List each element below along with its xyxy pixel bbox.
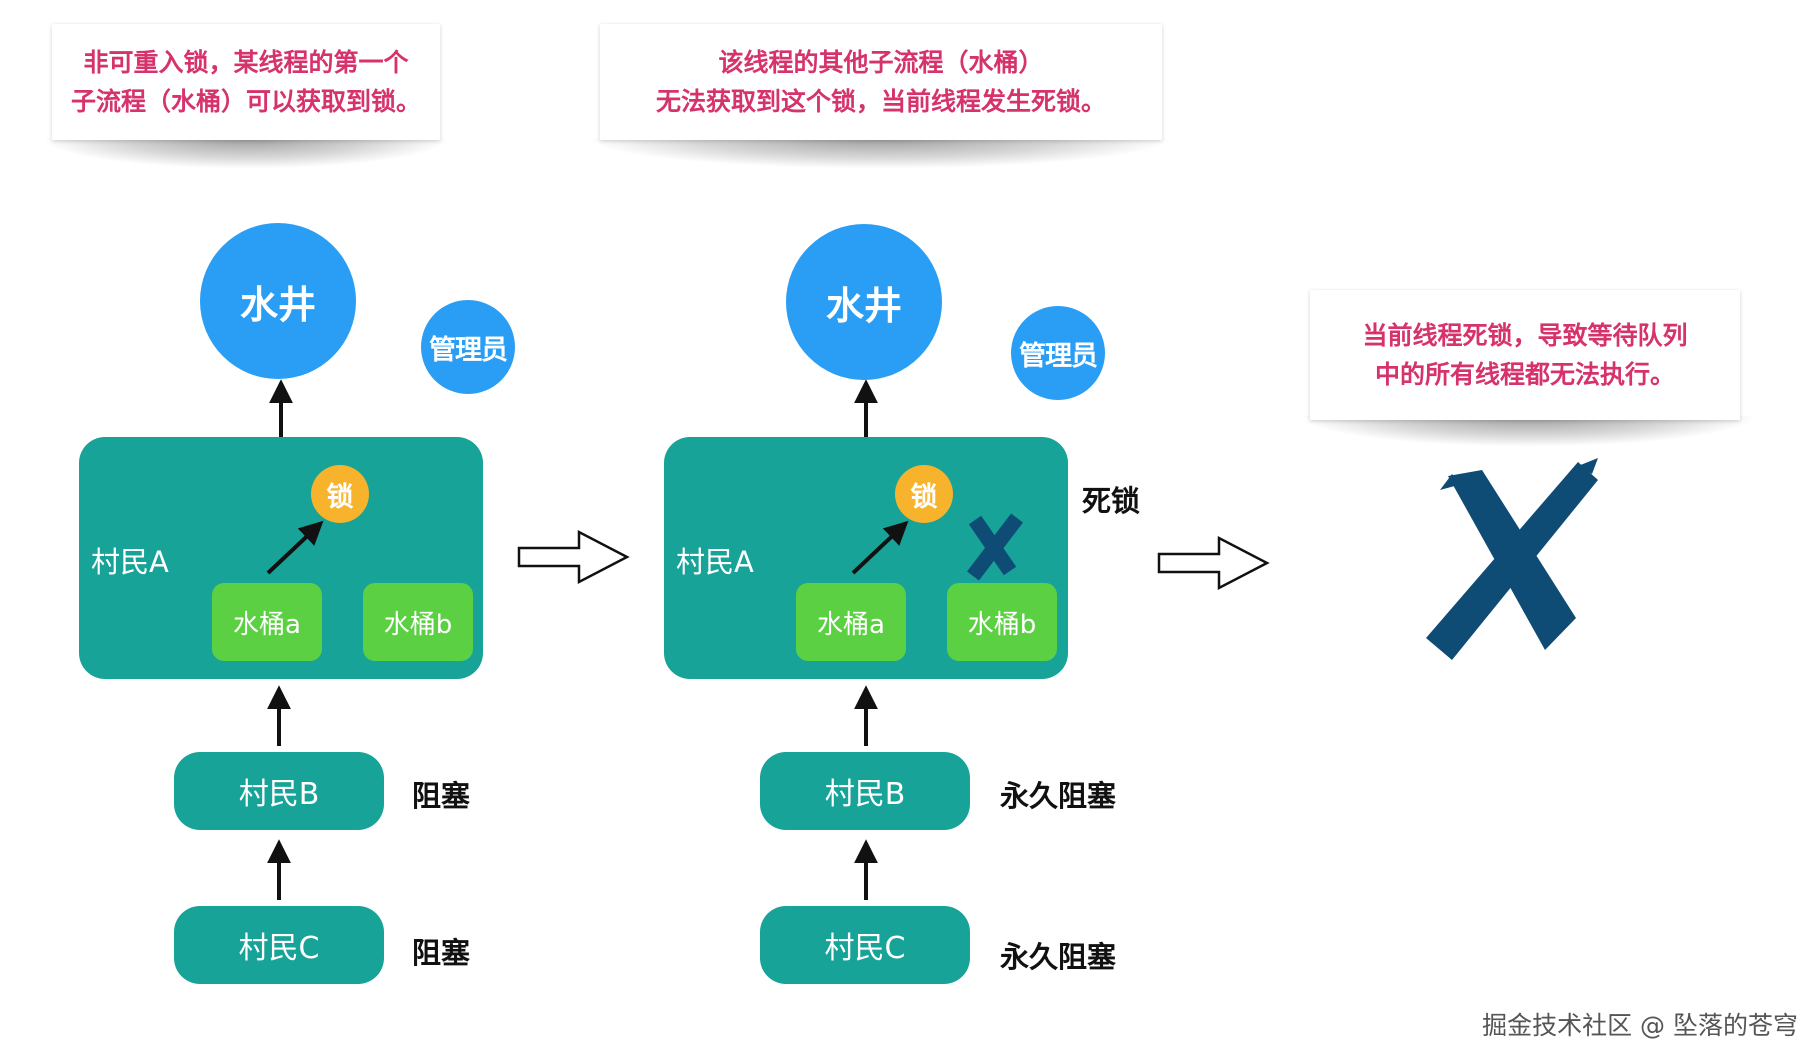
well-circle-2: 水井 bbox=[786, 224, 942, 380]
caption-line: 无法获取到这个锁，当前线程发生死锁。 bbox=[655, 87, 1106, 116]
admin-circle-2: 管理员 bbox=[1011, 306, 1105, 400]
admin-circle-1: 管理员 bbox=[421, 300, 515, 394]
bucket-a-1: 水桶a bbox=[212, 583, 322, 661]
cross-icon bbox=[1426, 458, 1598, 660]
caption-shadow-1 bbox=[46, 138, 446, 168]
lock-circle-1: 锁 bbox=[311, 465, 369, 523]
lock-circle-2: 锁 bbox=[895, 465, 953, 523]
bucket-b-1: 水桶b bbox=[363, 583, 473, 661]
deadlock-label: 死锁 bbox=[1082, 484, 1141, 518]
thread-label: 村民A bbox=[676, 545, 754, 579]
bucket-a-2: 水桶a bbox=[796, 583, 906, 661]
caption-line: 该线程的其他子流程（水桶） bbox=[718, 48, 1044, 77]
caption-text-1: 非可重入锁，某线程的第一个 子流程（水桶）可以获取到锁。 bbox=[71, 43, 421, 121]
caption-card-2: 该线程的其他子流程（水桶） 无法获取到这个锁，当前线程发生死锁。 bbox=[600, 24, 1162, 140]
caption-text-3: 当前线程死锁，导致等待队列 中的所有线程都无法执行。 bbox=[1362, 316, 1687, 394]
caption-text-2: 该线程的其他子流程（水桶） 无法获取到这个锁，当前线程发生死锁。 bbox=[656, 43, 1106, 121]
watermark: 掘金技术社区 @ 坠落的苍穹 bbox=[1482, 1011, 1798, 1040]
caption-shadow-3 bbox=[1304, 416, 1752, 446]
bucket-b-2: 水桶b bbox=[947, 583, 1057, 661]
thread-villager-a-2: 村民A 锁 水桶a 水桶b bbox=[664, 437, 1068, 679]
caption-card-1: 非可重入锁，某线程的第一个 子流程（水桶）可以获取到锁。 bbox=[52, 24, 440, 140]
thread-villager-a-1: 村民A 锁 水桶a 水桶b bbox=[79, 437, 483, 679]
caption-line: 中的所有线程都无法执行。 bbox=[1374, 360, 1675, 389]
status-blocked-b-1: 阻塞 bbox=[412, 779, 471, 813]
status-blocked-c-1: 阻塞 bbox=[412, 936, 471, 970]
villager-b-pill-2: 村民B bbox=[760, 752, 970, 830]
villager-c-pill-2: 村民C bbox=[760, 906, 970, 984]
villager-b-pill-1: 村民B bbox=[174, 752, 384, 830]
caption-card-3: 当前线程死锁，导致等待队列 中的所有线程都无法执行。 bbox=[1310, 290, 1740, 420]
arrow-right-icon bbox=[1157, 535, 1270, 591]
caption-line: 非可重入锁，某线程的第一个 bbox=[83, 48, 409, 77]
thread-label: 村民A bbox=[91, 545, 169, 579]
caption-shadow-2 bbox=[592, 138, 1168, 168]
status-permanent-b-2: 永久阻塞 bbox=[1000, 779, 1117, 813]
caption-line: 子流程（水桶）可以获取到锁。 bbox=[70, 87, 421, 116]
caption-line: 当前线程死锁，导致等待队列 bbox=[1362, 321, 1688, 350]
well-circle-1: 水井 bbox=[200, 223, 356, 379]
villager-c-pill-1: 村民C bbox=[174, 906, 384, 984]
status-permanent-c-2: 永久阻塞 bbox=[1000, 940, 1117, 974]
arrow-right-icon bbox=[517, 529, 630, 585]
